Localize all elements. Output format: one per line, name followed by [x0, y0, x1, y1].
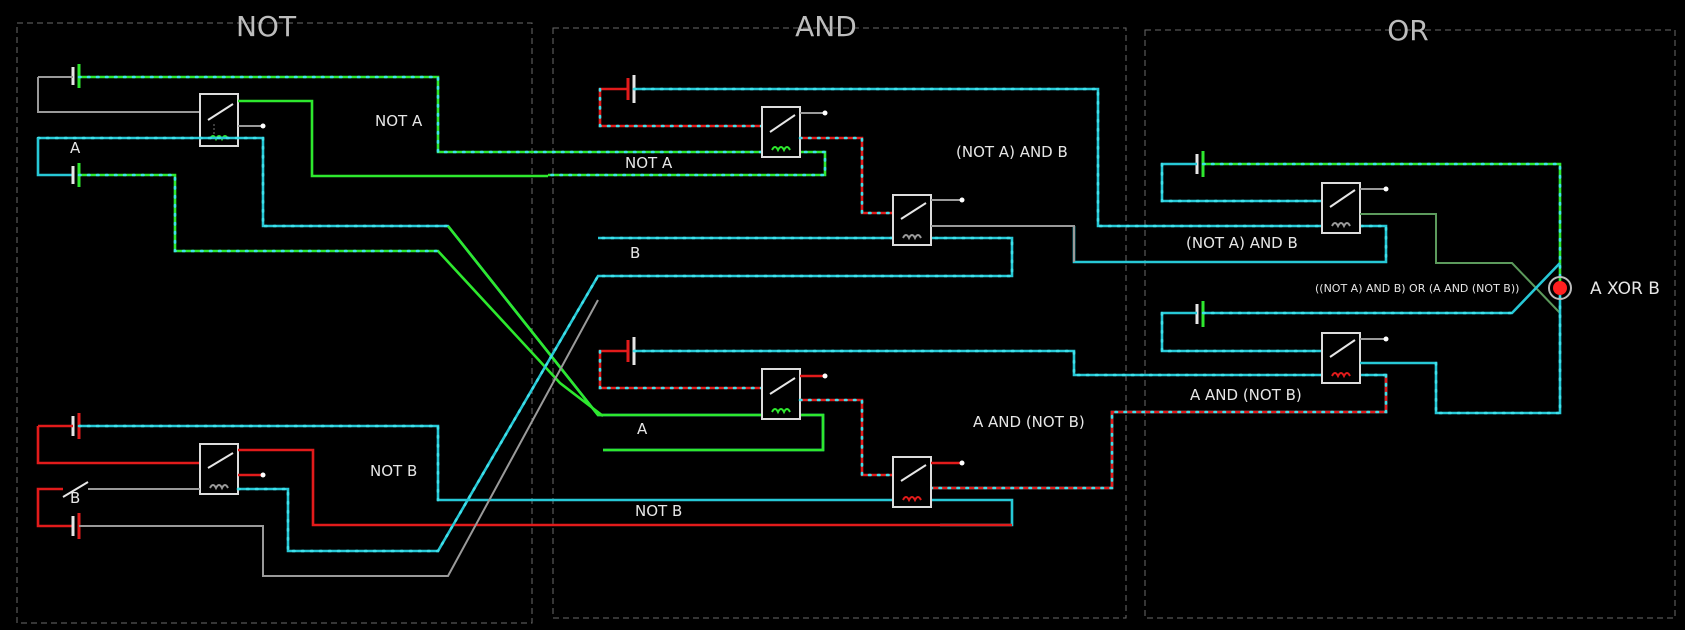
wire-or-bottom [1203, 262, 1561, 315]
label-not-b: NOT B [370, 462, 417, 480]
relay-icon [1321, 332, 1361, 384]
not-b-circuit: B NOT B [36, 236, 1014, 577]
relay-icon [1321, 182, 1361, 234]
wire-not-a-green [238, 99, 548, 178]
section-not: NOT [16, 10, 533, 624]
relay-icon [892, 456, 932, 508]
section-box-not [16, 22, 533, 624]
label-or-in1: (NOT A) AND B [1186, 234, 1298, 252]
or-circuit: (NOT A) AND B A AND (NOT B) ((NOT A) AND… [1160, 151, 1660, 415]
terminal [260, 123, 266, 129]
switch-icon [62, 481, 89, 498]
label-b-bus: B [630, 244, 640, 262]
relay-icon [761, 106, 801, 158]
label-and2-out: A AND (NOT B) [973, 413, 1085, 431]
section-title-or: OR [1387, 14, 1429, 47]
section-box-or [1144, 29, 1676, 619]
label-not-b-bus: NOT B [635, 502, 682, 520]
battery-icon [71, 513, 81, 539]
label-not-a: NOT A [375, 112, 423, 130]
wire-a-bus [38, 136, 825, 452]
relay-icon [199, 443, 239, 495]
section-title-not: NOT [236, 10, 297, 43]
and2-circuit: A NOT B A AND (NOT B) [598, 337, 1388, 520]
wire-and1-out [931, 225, 1075, 262]
relay-icon [892, 194, 932, 246]
label-a-bus: A [637, 420, 648, 438]
label-or-out: ((NOT A) AND B) OR (A AND (NOT B)) [1315, 282, 1519, 295]
section-title-and: AND [795, 10, 857, 43]
label-or-in2: A AND (NOT B) [1190, 386, 1302, 404]
not-a-circuit: A NOT A [36, 64, 827, 452]
relay-icon [761, 368, 801, 420]
battery-icon [71, 64, 81, 88]
and1-circuit: NOT A B (NOT A) AND B [598, 75, 1388, 264]
lamp-icon [1548, 276, 1572, 300]
label-not-a-bus: NOT A [625, 154, 673, 172]
wire-not-a-return [37, 77, 220, 113]
section-or: OR [1144, 14, 1676, 619]
wire-not-b-red [238, 448, 1012, 527]
label-input-b: B [70, 489, 80, 507]
label-and1-out: (NOT A) AND B [956, 143, 1068, 161]
wire-a-green [79, 173, 604, 418]
battery-icon [1195, 301, 1205, 327]
section-and: AND [552, 10, 1127, 619]
label-lamp: A XOR B [1590, 279, 1660, 299]
label-input-a: A [70, 139, 81, 157]
section-box-and [552, 27, 1127, 619]
